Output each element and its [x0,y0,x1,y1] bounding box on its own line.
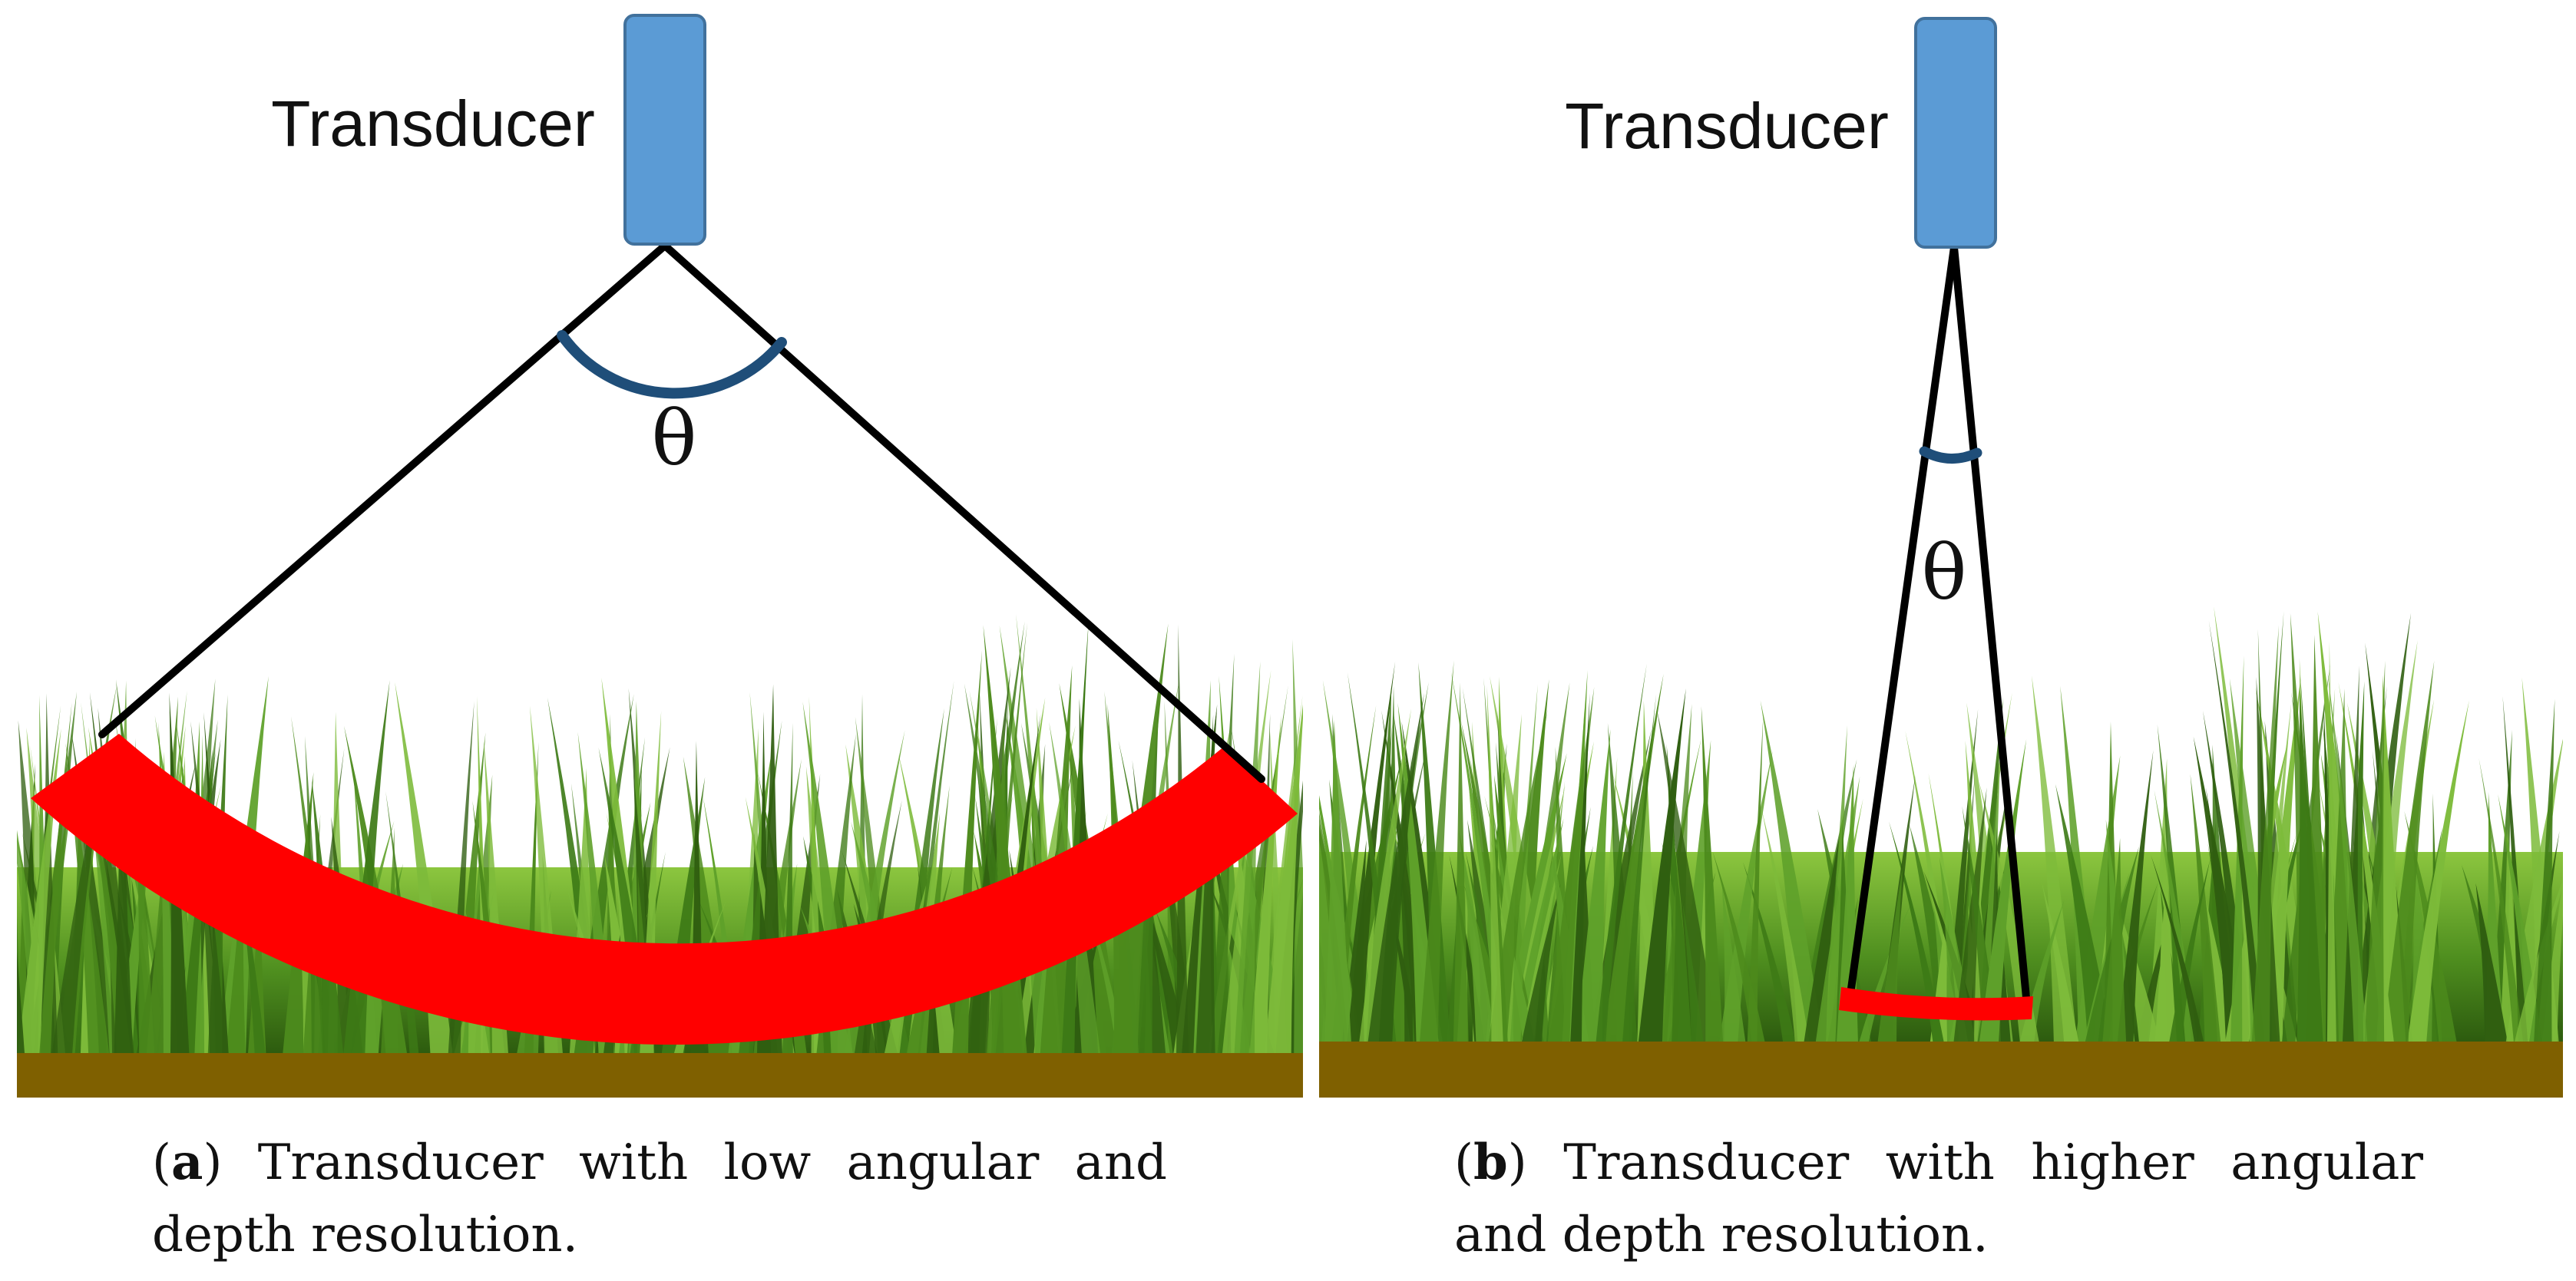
grass-blade [1815,776,1860,1044]
grass-blade [2327,672,2368,1044]
resolution-band-b [1839,987,2033,1021]
grass-blade [2190,774,2221,1044]
angle-label-a: θ [651,395,696,483]
panel-a: θ Transducer [17,14,1303,1098]
angle-label-b: θ [1921,530,1966,617]
grass-blade [1264,704,1303,1055]
transducer-label-b: Transducer [1565,90,1889,162]
grass-blade [2475,883,2508,1044]
grass-blade [1486,685,1503,1044]
grass-blade [1622,694,1657,1044]
grass-blade [1367,692,1424,1044]
grass-blade [114,735,134,1055]
grass-blade [1804,827,1841,1044]
grass-blade [2206,787,2241,1044]
grass-blade [1324,719,1352,1044]
grass-blade [1358,708,1411,1044]
grass-blade [1453,682,1469,1044]
grass-blade [2168,858,2211,1044]
grass-blade [1262,695,1303,1055]
grass-blade [2300,674,2323,1044]
grass-blade [1712,851,1766,1044]
soil-strip-a [17,1053,1303,1098]
caption-b: (b) Transducer with higher angular and d… [1454,1134,2423,1263]
grass-blade [1418,662,1451,1044]
grass-blade [2055,784,2113,1044]
grass-blade [1547,687,1595,1044]
grass-blade [2382,660,2435,1044]
grass-blade [2251,625,2279,1044]
grass-blade [2102,837,2127,1044]
grass-blade [1419,660,1454,1044]
transducer-icon [623,14,706,246]
grass-blade [2041,880,2079,1044]
grass-blade [2326,642,2336,1044]
grass-blade [1760,700,1824,1044]
grass-blade [2208,620,2265,1044]
angle-arc-b [1919,446,1982,464]
grass-blade [2151,855,2204,1044]
grass-blade [2230,655,2244,1044]
grass-blade [1747,716,1764,1044]
grass-field-b [1319,606,2563,1044]
transducer-label-a: Transducer [271,87,595,160]
beam-line-left-b [1847,243,1958,998]
grass-blade [1638,688,1686,1044]
grass-blade [1682,900,1704,1044]
grass-blade [1721,885,1746,1044]
grass-blade [17,952,25,1055]
grass-blade [1521,883,1561,1044]
grass-blade [1458,829,1496,1044]
caption-tag-a: a [170,1134,203,1191]
grass-blade [1761,810,1810,1044]
grass-blade [1570,693,1590,1044]
grass-blade [2032,675,2078,1044]
grass-blade [1979,739,2027,1044]
caption-text-a: Transducer with low angular and depth re… [152,1134,1168,1263]
grass-blade [1576,729,1611,1044]
grass-blade [2478,758,2524,1044]
grass-blade [1520,851,1562,1044]
caption-text-b: Transducer with higher angular and depth… [1454,1134,2423,1263]
panel-b: θ Transducer [1319,17,2563,1098]
angle-arc-a [557,330,787,399]
soil-strip-b [1319,1042,2563,1098]
transducer-icon [1914,17,1997,249]
resolution-band-a [31,734,1298,1045]
grass-blade [1701,706,1724,1044]
beam-line-right-b [1950,243,2031,1009]
grass-blade [1889,821,1945,1044]
grass-blade [2297,687,2323,1044]
grass-blade [2534,698,2555,1044]
grass-blade [2112,892,2161,1044]
grass-blade [2364,660,2386,1044]
grass-blade [2406,700,2469,1044]
grass-blade [1596,663,1647,1044]
caption-a: (a) Transducer with low angular and dept… [152,1134,1168,1263]
grass-icon [1319,606,2563,1044]
caption-tag-b: b [1473,1134,1508,1191]
grass-blade [2154,862,2178,1044]
grass-blade [1953,787,1987,1044]
beam-line-right-a [661,242,1265,783]
beam-line-left-a [98,242,669,738]
grass-blade [1234,662,1261,1055]
grass-blade [1488,709,1548,1044]
grass-blade [2117,750,2154,1044]
